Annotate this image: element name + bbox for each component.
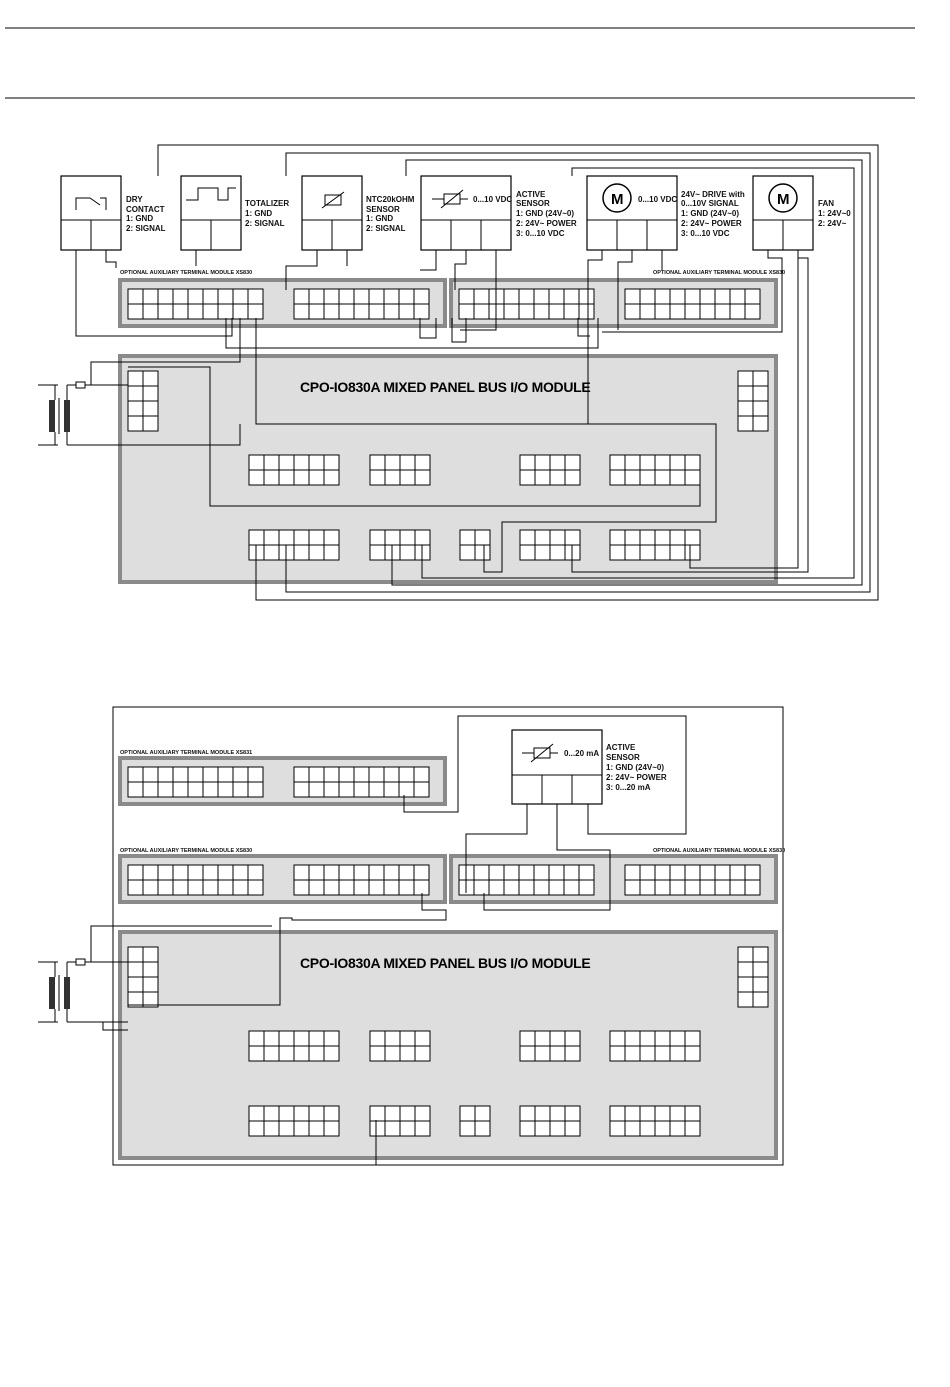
aux-terminal-block: [293, 766, 430, 798]
drive-label-4: 2: 24V~ POWER: [681, 219, 742, 228]
power-terminal-block: [127, 370, 159, 432]
drive-label-3: 1: GND (24V~0): [681, 209, 739, 218]
aux-terminal-block: [127, 864, 264, 896]
motor-icon: M: [602, 183, 632, 213]
aux-terminal-block: [458, 864, 595, 896]
power-terminal-block: [127, 946, 159, 1008]
motor-letter-1: M: [611, 191, 624, 208]
thermistor-icon: [522, 743, 558, 763]
fan-label-3: 2: 24V~: [818, 219, 847, 228]
aux-terminal-block: [624, 288, 761, 320]
aux-terminal-block: [458, 288, 595, 320]
bus-terminal-block: [737, 946, 769, 1008]
dry-contact-label-3: 1: GND: [126, 214, 153, 223]
terminal-block: [519, 529, 581, 561]
device-active-sensor: 0...10 VDC ACTIVE SENSOR 1: GND (24V~0) …: [420, 175, 577, 251]
aux-left-label-1: OPTIONAL AUXILIARY TERMINAL MODULE XS830: [120, 270, 252, 276]
bus-terminal-block: [737, 370, 769, 432]
aux-top-label-2: OPTIONAL AUXILIARY TERMINAL MODULE XS831: [120, 750, 252, 756]
device-drive: M 0...10 VDC 24V~ DRIVE with 0...10V SIG…: [586, 175, 745, 251]
terminal-block: [609, 1030, 701, 1062]
active-sensor-2-label-5: 3: 0...20 mA: [606, 783, 651, 792]
aux-terminal-block: [127, 766, 264, 798]
active-sensor-range: 0...10 VDC: [473, 195, 512, 204]
aux-terminal-block: [293, 288, 430, 320]
thermistor-icon: [432, 189, 468, 209]
active-sensor-label-2: SENSOR: [516, 199, 550, 208]
terminal-block: [369, 1105, 431, 1137]
active-sensor-label-5: 3: 0...10 VDC: [516, 229, 565, 238]
drive-label-2: 0...10V SIGNAL: [681, 199, 739, 208]
terminal-block: [459, 1105, 491, 1137]
diagram-2: CPO-IO830A MIXED PANEL BUS I/O MODULE OP…: [38, 706, 785, 1166]
wires-1: [75, 144, 879, 601]
transformer-icon: [38, 958, 128, 1023]
aux-right-label-2: OPTIONAL AUXILIARY TERMINAL MODULE XS830: [653, 848, 785, 854]
module-title-1: CPO-IO830A MIXED PANEL BUS I/O MODULE: [300, 379, 590, 395]
diagram-1: CPO-IO830A MIXED PANEL BUS I/O MODULE OP…: [38, 144, 879, 601]
drive-range: 0...10 VDC: [638, 195, 677, 204]
terminal-block: [248, 1030, 340, 1062]
active-sensor-2-label-2: SENSOR: [606, 753, 640, 762]
terminal-block: [519, 1105, 581, 1137]
terminal-blocks-2: [127, 766, 769, 1137]
ntc-label-1: NTC20kOHM: [366, 195, 415, 204]
active-sensor-2-label-4: 2: 24V~ POWER: [606, 773, 667, 782]
motor-icon: M: [768, 183, 798, 213]
totalizer-label-2: 1: GND: [245, 209, 272, 218]
module-title-2: CPO-IO830A MIXED PANEL BUS I/O MODULE: [300, 955, 590, 971]
dry-contact-label-1: DRY: [126, 195, 143, 204]
aux-terminal-block: [293, 864, 430, 896]
relay-contact-icon: [75, 197, 107, 210]
terminal-block: [248, 529, 340, 561]
ntc-label-2: SENSOR: [366, 205, 400, 214]
pulse-icon: [186, 187, 236, 201]
fan-label-1: FAN: [818, 199, 834, 208]
active-sensor-label-4: 2: 24V~ POWER: [516, 219, 577, 228]
active-sensor-label-3: 1: GND (24V~0): [516, 209, 574, 218]
terminal-block: [609, 529, 701, 561]
thermistor-icon: [321, 191, 345, 209]
device-totalizer: TOTALIZER 1: GND 2: SIGNAL: [180, 175, 289, 251]
motor-letter-2: M: [777, 191, 790, 208]
ntc-label-4: 2: SIGNAL: [366, 224, 406, 233]
terminal-block: [519, 1030, 581, 1062]
aux-left-label-2: OPTIONAL AUXILIARY TERMINAL MODULE XS830: [120, 848, 252, 854]
dry-contact-label-4: 2: SIGNAL: [126, 224, 166, 233]
totalizer-label-3: 2: SIGNAL: [245, 219, 285, 228]
terminal-block: [369, 454, 431, 486]
drive-label-5: 3: 0...10 VDC: [681, 229, 730, 238]
device-active-sensor-2: 0...20 mA ACTIVE SENSOR 1: GND (24V~0) 2…: [511, 729, 667, 805]
active-sensor-2-label-1: ACTIVE: [606, 743, 636, 752]
terminal-block: [609, 1105, 701, 1137]
dry-contact-label-2: CONTACT: [126, 205, 165, 214]
terminal-block: [369, 1030, 431, 1062]
drive-label-1: 24V~ DRIVE with: [681, 190, 745, 199]
transformer-icon: [38, 381, 128, 446]
aux-terminal-block: [127, 288, 264, 320]
device-fan: M FAN 1: 24V~0 2: 24V~: [752, 175, 851, 251]
fan-label-2: 1: 24V~0: [818, 209, 851, 218]
device-ntc-sensor: NTC20kOHM SENSOR 1: GND 2: SIGNAL: [301, 175, 415, 251]
wires-2: [90, 715, 687, 1165]
terminal-block: [248, 454, 340, 486]
active-sensor-label-1: ACTIVE: [516, 190, 546, 199]
device-dry-contact: DRY CONTACT 1: GND 2: SIGNAL: [60, 175, 166, 251]
terminal-block: [369, 529, 431, 561]
enclosure-2: [112, 706, 784, 1166]
ntc-label-3: 1: GND: [366, 214, 393, 223]
aux-terminal-block: [624, 864, 761, 896]
aux-right-label-1: OPTIONAL AUXILIARY TERMINAL MODULE XS830: [653, 270, 785, 276]
totalizer-label-1: TOTALIZER: [245, 199, 289, 208]
terminal-block: [248, 1105, 340, 1137]
terminal-block: [459, 529, 491, 561]
terminal-block: [519, 454, 581, 486]
active-sensor-2-range: 0...20 mA: [564, 749, 599, 758]
terminal-blocks-1: [127, 288, 769, 561]
active-sensor-2-label-3: 1: GND (24V~0): [606, 763, 664, 772]
terminal-block: [609, 454, 701, 486]
